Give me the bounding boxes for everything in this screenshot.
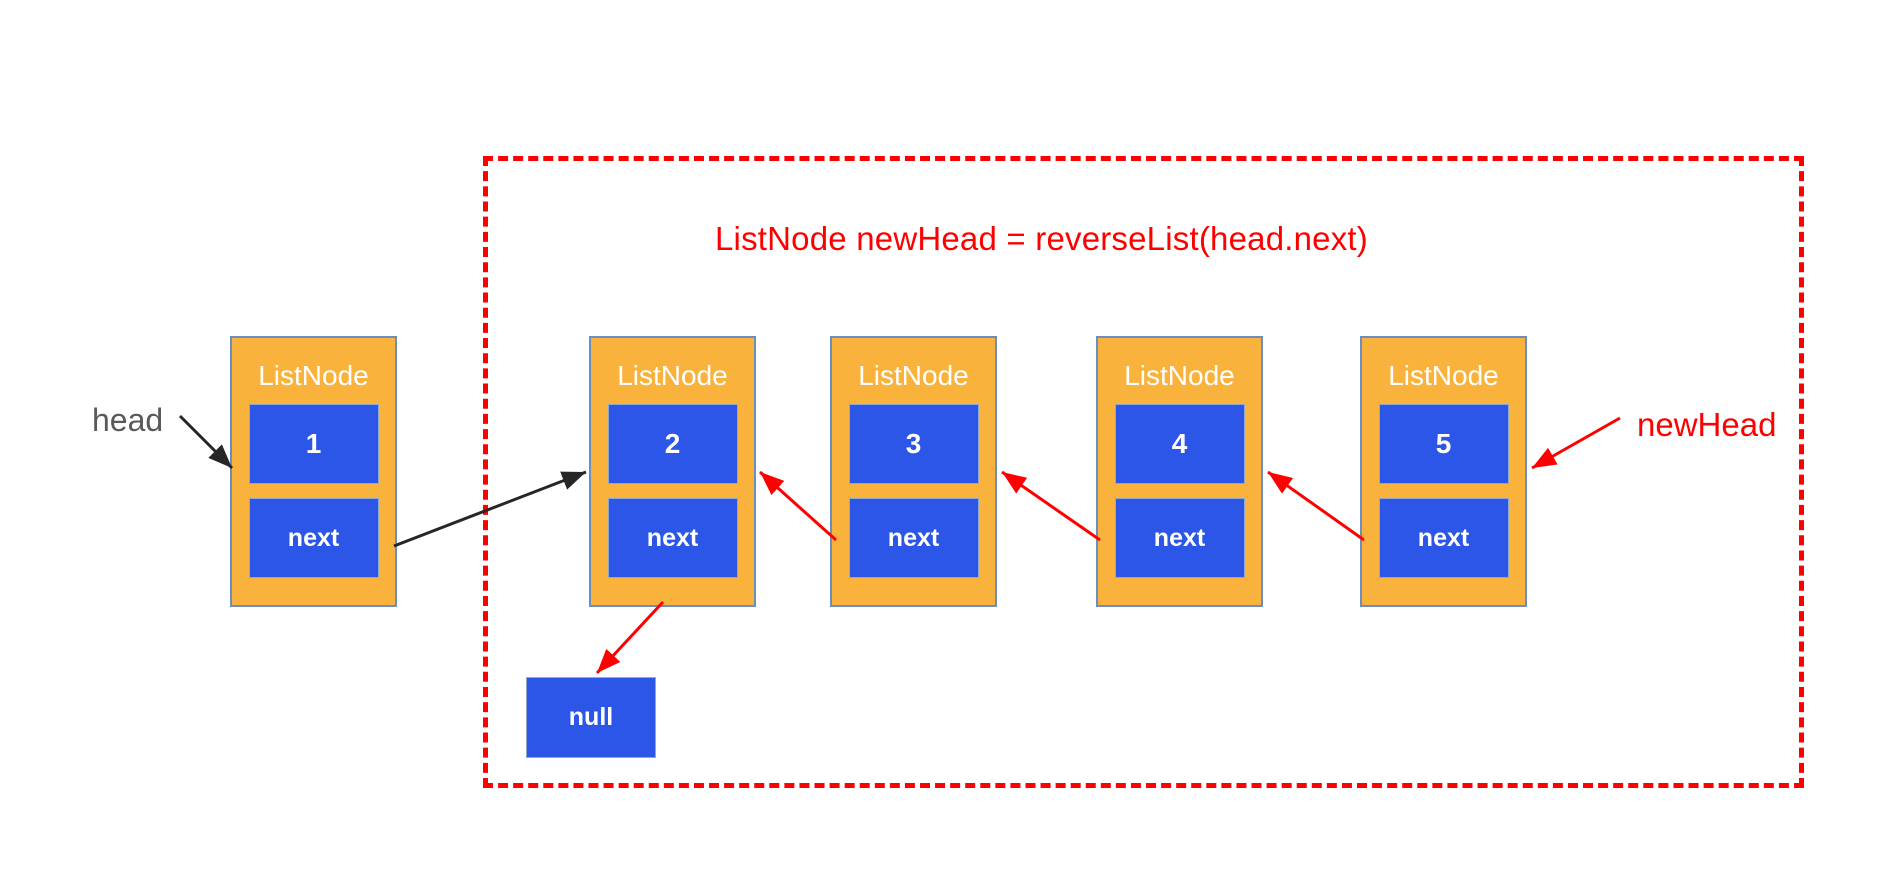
node-title: ListNode <box>617 360 728 391</box>
list-node-2[interactable]: ListNode 2 next <box>589 336 756 607</box>
node-value-field: 1 <box>248 404 379 484</box>
node-next-field: next <box>248 498 379 578</box>
list-node-3[interactable]: ListNode 3 next <box>830 336 997 607</box>
node-next-field: next <box>1378 498 1509 578</box>
node-next-field: next <box>1114 498 1245 578</box>
list-node-5[interactable]: ListNode 5 next <box>1360 336 1527 607</box>
list-node-1[interactable]: ListNode 1 next <box>230 336 397 607</box>
node-title: ListNode <box>1124 360 1235 391</box>
newhead-label: newHead <box>1637 406 1777 443</box>
head-pointer-arrow <box>178 414 234 470</box>
node-value-field: 3 <box>848 404 979 484</box>
node-value-field: 2 <box>607 404 738 484</box>
node-title: ListNode <box>258 360 369 391</box>
node-next-field: next <box>848 498 979 578</box>
node-next-field: next <box>607 498 738 578</box>
null-box: null <box>526 677 656 758</box>
node-value-field: 4 <box>1114 404 1245 484</box>
node-title: ListNode <box>858 360 969 391</box>
node-value-field: 5 <box>1378 404 1509 484</box>
head-label: head <box>92 402 164 438</box>
list-node-4[interactable]: ListNode 4 next <box>1096 336 1263 607</box>
node-title: ListNode <box>1388 360 1499 391</box>
recursion-region-caption: ListNode newHead = reverseList(head.next… <box>715 220 1368 257</box>
